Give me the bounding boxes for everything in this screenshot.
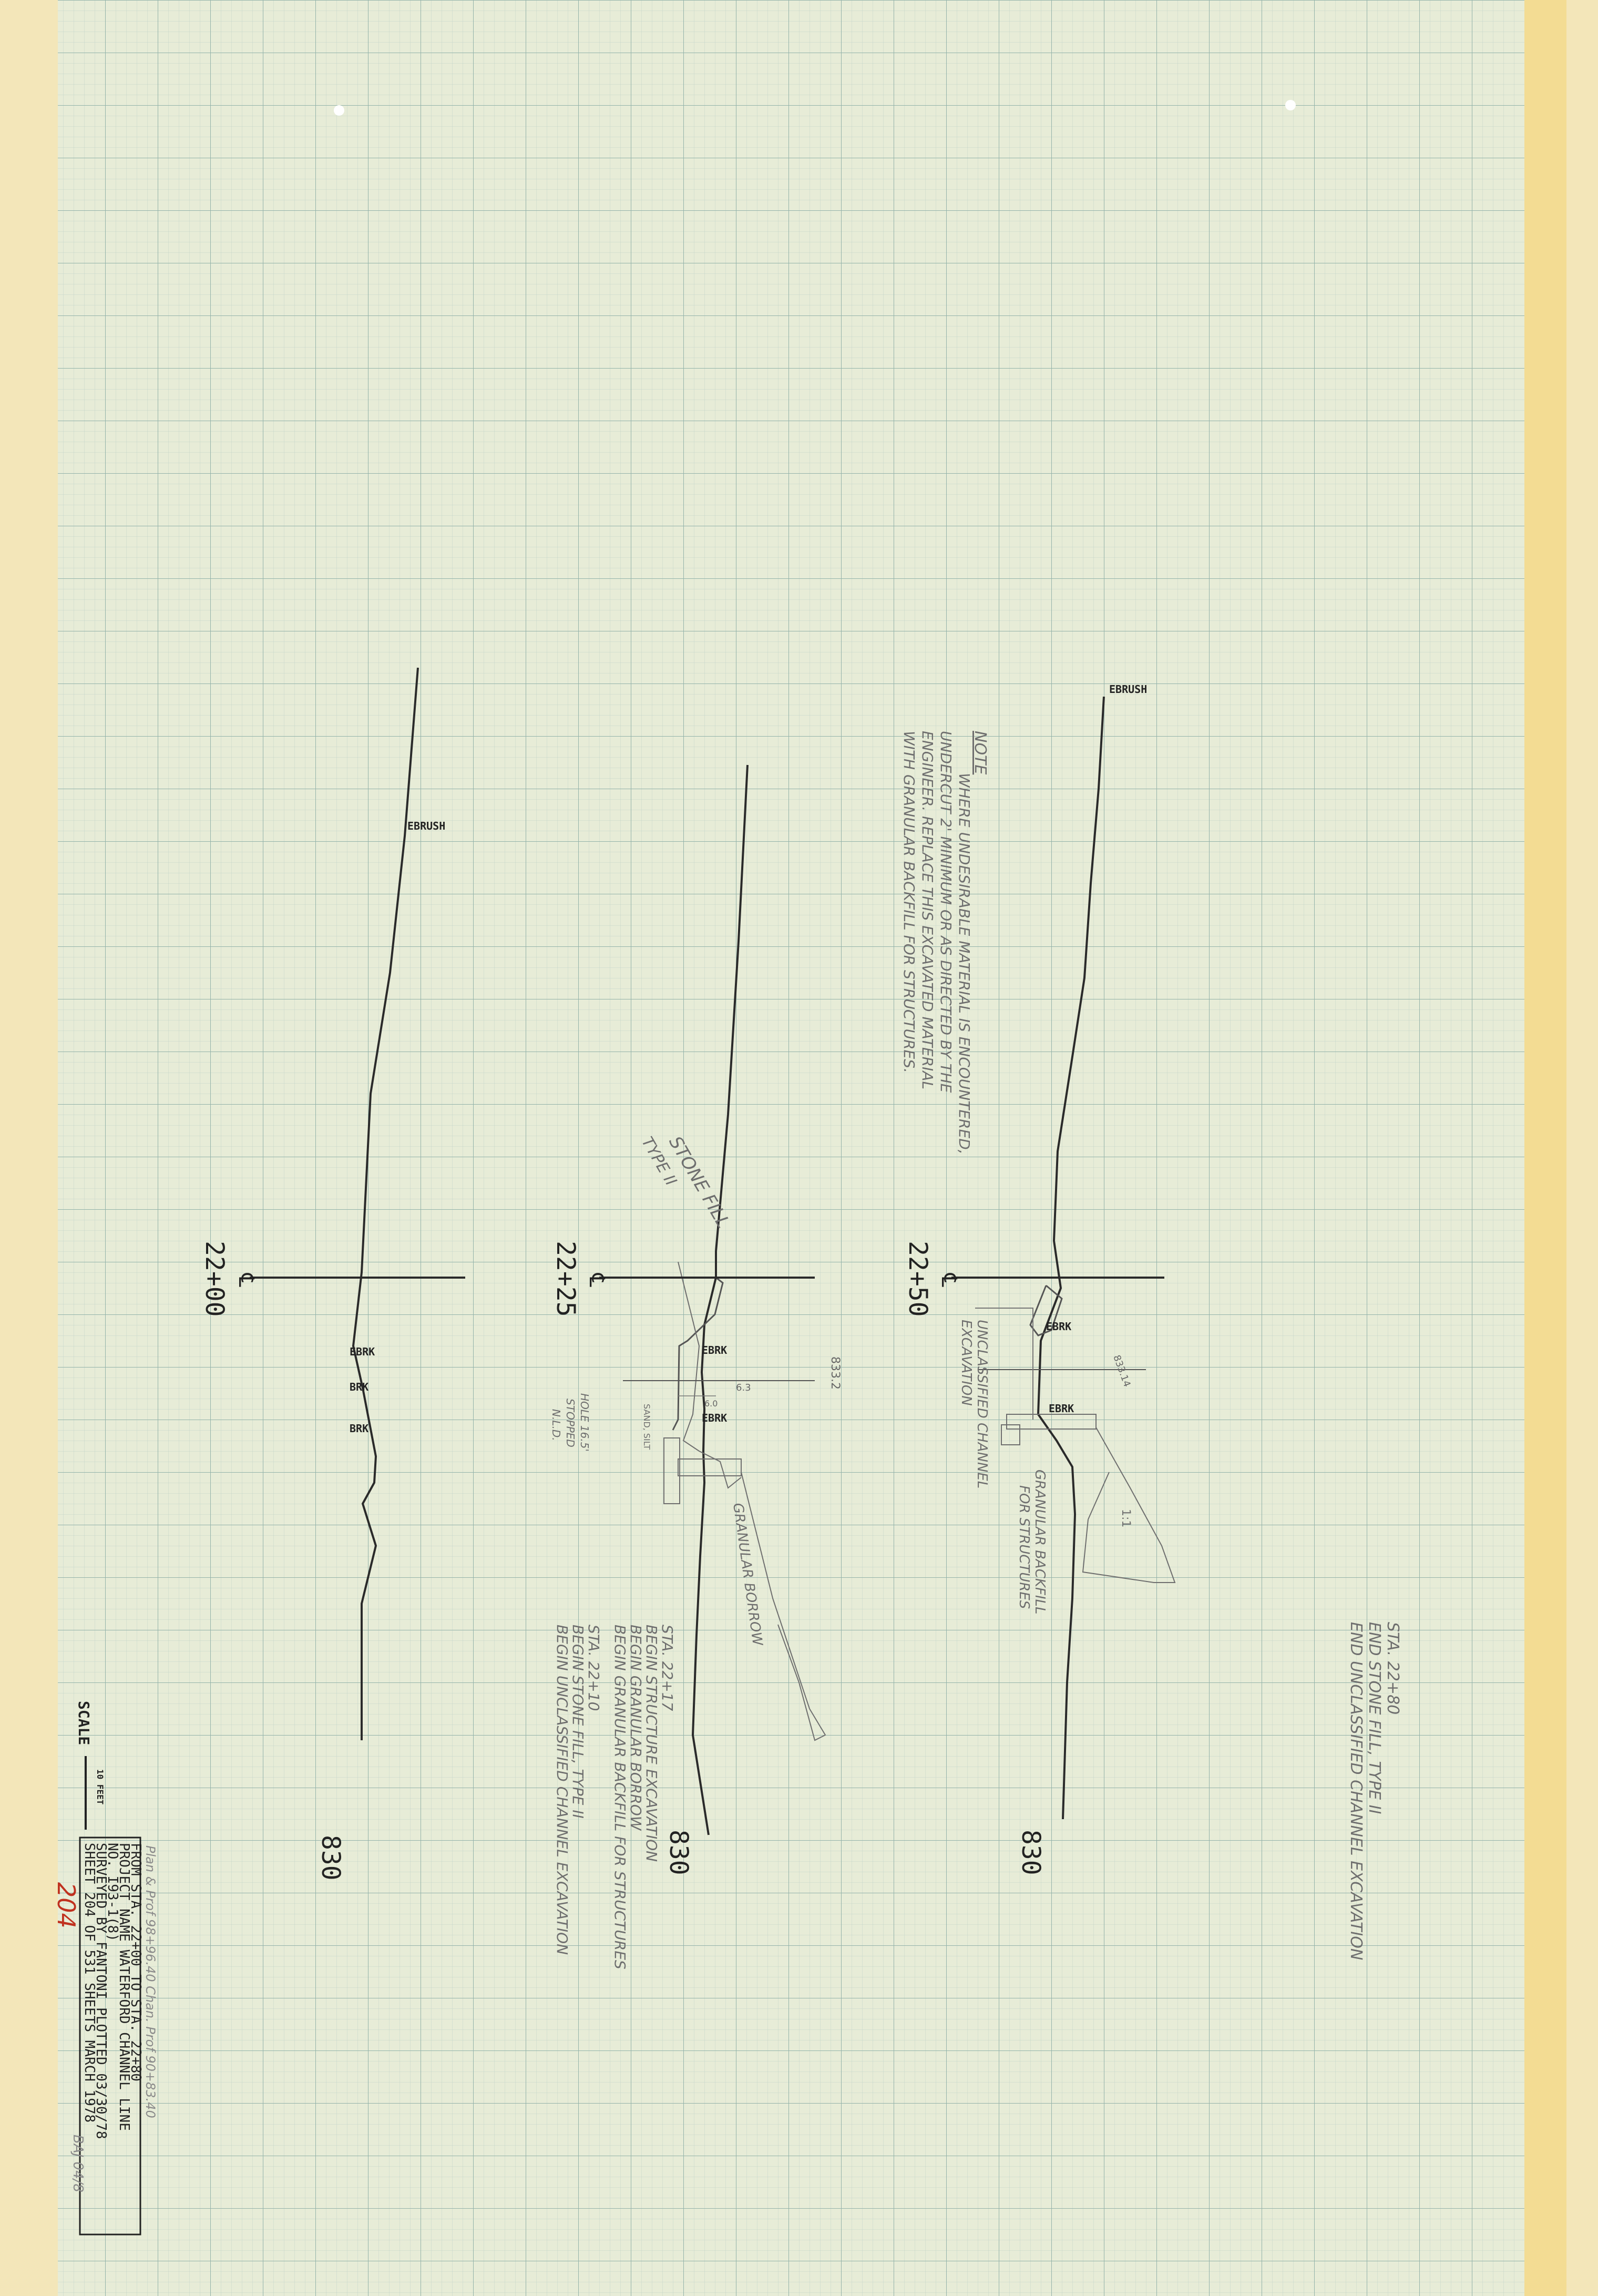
material-note: SAND, SILT <box>642 1404 652 1450</box>
label-ebrk: EBRK <box>350 1345 375 1358</box>
station-note: STA. 22+10 <box>585 1625 602 1711</box>
title-line: SHEET 204 OF 531 SHEETS MARCH 1978 <box>81 1843 97 2122</box>
centerline-symbol: ℄ <box>937 1273 961 1287</box>
slope-outline <box>1082 1427 1176 1583</box>
station-note: STA. 22+80 <box>1384 1622 1402 1715</box>
unclassified-excavation-note: EXCAVATION <box>958 1320 974 1406</box>
title-line: SURVEYED BY FANTONI PLOTTED 03/30/78 <box>93 1843 109 2139</box>
ground-profile-line <box>1037 696 1105 1820</box>
scale-value: 10 FEET <box>95 1769 105 1804</box>
station-note: END STONE FILL, TYPE II <box>1365 1622 1384 1814</box>
note-line: UNDERCUT 2' MINIMUM OR AS DIRECTED BY TH… <box>937 731 955 1093</box>
punch-hole <box>334 105 344 116</box>
label-ebrk: EBRK <box>702 1412 727 1424</box>
elevation-label: 830 <box>316 1835 345 1881</box>
scale-label: SCALE <box>75 1701 93 1745</box>
section-22-00: 22+00 ℄ EBRUSH EBRK BRK BRK 830 <box>200 667 465 1881</box>
station-label: 22+25 <box>551 1241 580 1317</box>
hole-note: HOLE 16.5' <box>578 1393 591 1452</box>
granular-backfill-box <box>1006 1414 1097 1430</box>
label-brk: BRK <box>350 1422 368 1435</box>
elevation-label: 830 <box>1016 1830 1046 1875</box>
station-label: 22+50 <box>903 1241 933 1317</box>
station-note: STA. 22+17 <box>659 1625 676 1711</box>
station-note: BEGIN STRUCTURE EXCAVATION <box>643 1625 660 1862</box>
note-block: NOTE <box>971 731 989 774</box>
label-brk: BRK <box>350 1381 368 1393</box>
scale-bar: SCALE 10 FEET <box>75 1701 105 1830</box>
granular-backfill-note: GRANULAR BACKFILL <box>1032 1470 1048 1615</box>
label-ebrk: EBRK <box>702 1344 727 1356</box>
hole-note: STOPPED <box>564 1399 577 1447</box>
elevation-label: 830 <box>664 1830 693 1875</box>
station-note: BEGIN GRANULAR BACKFILL FOR STRUCTURES <box>611 1625 629 1970</box>
excavation-limit-line <box>975 1308 1033 1420</box>
offset-mark: 6.0 <box>704 1399 718 1409</box>
initials-note: BAJ 04/8 <box>70 2135 86 2192</box>
station-note: END UNCLASSIFIED CHANNEL EXCAVATION <box>1347 1622 1365 1960</box>
granular-borrow-outline <box>741 1472 826 1741</box>
unclassified-excavation-note: UNCLASSIFIED CHANNEL <box>974 1320 990 1488</box>
label-ebrush: EBRUSH <box>1109 683 1147 696</box>
station-notes-begin: STA. 22+17 BEGIN STRUCTURE EXCAVATION BE… <box>554 1625 676 1970</box>
granular-backfill-box <box>678 1458 742 1476</box>
label-ebrk: EBRK <box>1049 1402 1074 1415</box>
title-line: FROM STA. 22+00 TO STA. 22+80 <box>128 1843 144 2081</box>
pencil-reference-note: Plan & Prof 98+96.40 Chan. Prof 90+83.40 <box>143 1845 158 2118</box>
granular-backfill-box <box>1001 1424 1020 1445</box>
punch-hole <box>1285 100 1296 110</box>
title-line: NO. I93-1(8) <box>105 1843 120 1942</box>
title-block: FROM STA. 22+00 TO STA. 22+80 PROJECT NA… <box>52 1836 158 2236</box>
section-22-50: 22+50 ℄ EBRUSH EBRK EBRK 833.14 UNCLASSI… <box>903 683 1176 1875</box>
hole-note: N.L.D. <box>550 1409 562 1441</box>
station-notes-end: STA. 22+80 END STONE FILL, TYPE II END U… <box>1347 1622 1402 1960</box>
offset-mark: 6.3 <box>736 1382 751 1393</box>
note-line: WITH GRANULAR BACKFILL FOR STRUCTURES. <box>900 731 918 1073</box>
slope-note: 1:1 <box>1119 1509 1132 1527</box>
slope-line <box>1088 1472 1110 1520</box>
graph-grid <box>58 0 1524 2296</box>
stone-fill-outline <box>672 1277 724 1431</box>
ground-profile-line <box>691 764 749 1835</box>
granular-backfill-box <box>663 1437 680 1504</box>
note-line: WHERE UNDESIRABLE MATERIAL IS ENCOUNTERE… <box>956 773 973 1155</box>
ground-profile-line <box>352 667 419 1740</box>
sheet-number-red: 204 <box>52 1882 80 1928</box>
title-line: PROJECT NAME WATERFORD CHANNEL LINE <box>116 1843 132 2131</box>
granular-backfill-note: FOR STRUCTURES <box>1016 1485 1032 1609</box>
label-ebrush: EBRUSH <box>407 820 445 832</box>
title-block-frame <box>79 1836 141 2236</box>
label-ebrk: EBRK <box>1046 1320 1071 1333</box>
note-lines: WHERE UNDESIRABLE MATERIAL IS ENCOUNTERE… <box>900 731 973 1155</box>
elevation-reading: 833.2 <box>828 1356 842 1390</box>
station-note: BEGIN UNCLASSIFIED CHANNEL EXCAVATION <box>554 1625 571 1955</box>
paper-edge-right <box>1524 0 1566 2296</box>
station-note: BEGIN STONE FILL, TYPE II <box>569 1625 587 1819</box>
centerline-symbol: ℄ <box>234 1273 258 1287</box>
note-line: ENGINEER. REPLACE THIS EXCAVATED MATERIA… <box>919 731 936 1089</box>
centerline-symbol: ℄ <box>585 1273 609 1287</box>
station-note: BEGIN GRANULAR BORROW <box>627 1625 644 1831</box>
pencil-excavation <box>678 1261 742 1489</box>
note-heading: NOTE <box>971 731 989 774</box>
station-label: 22+00 <box>200 1241 229 1317</box>
